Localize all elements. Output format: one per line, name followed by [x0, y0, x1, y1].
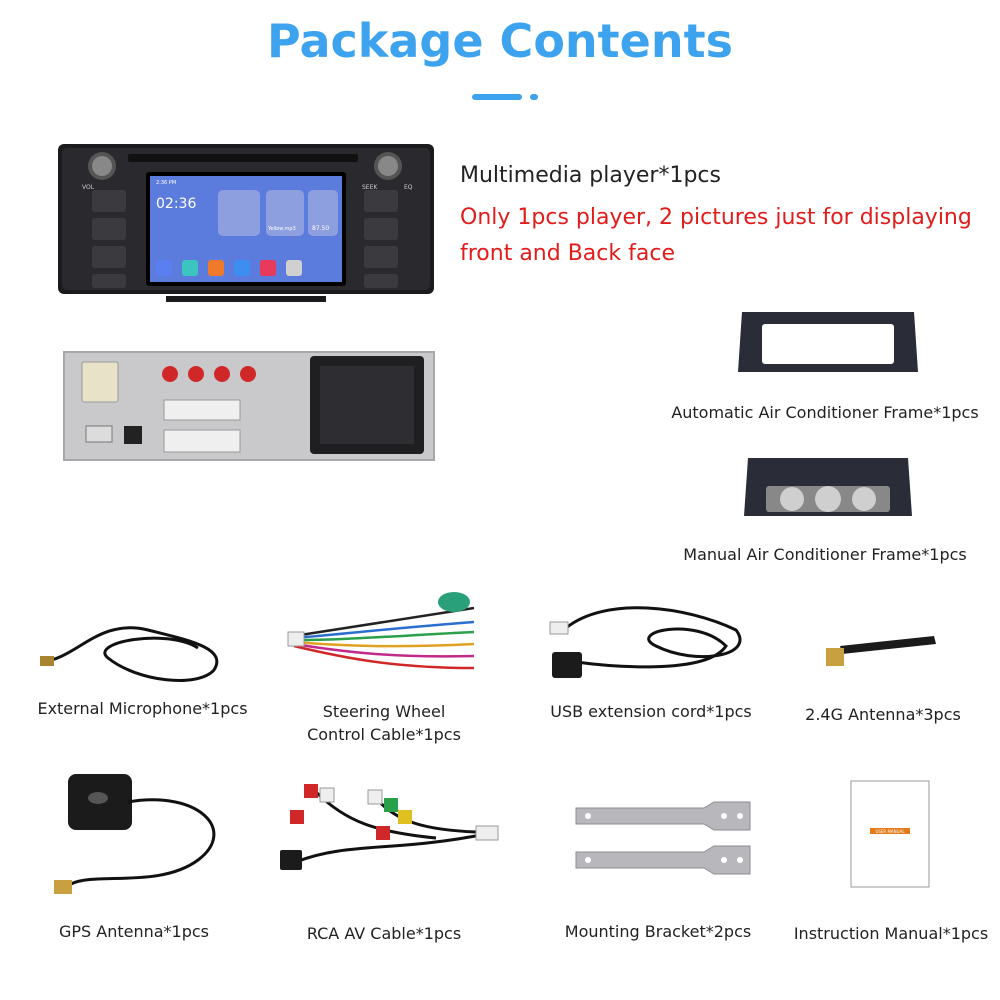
automatic-ac-frame-image	[738, 312, 918, 372]
instruction-manual-label: Instruction Manual*1pcs	[793, 924, 989, 943]
antenna-24g-label: 2.4G Antenna*3pcs	[805, 705, 961, 724]
mounting-bracket-image	[575, 801, 751, 875]
player-media-title: Yellow.mp3	[267, 226, 296, 232]
antenna-24g-image	[826, 636, 936, 666]
multimedia-player-back-image	[63, 351, 435, 461]
title-underline-dot	[530, 94, 538, 100]
usb-extension-cord-image	[549, 606, 742, 678]
steering-wheel-cable-label-line1: Steering Wheel	[322, 702, 446, 721]
player-radio-freq: 87.50	[312, 225, 329, 232]
player-status-time: 2:36 PM	[156, 180, 176, 186]
gps-antenna-label: GPS Antenna*1pcs	[58, 922, 210, 941]
steering-wheel-cable-label-line2: Control Cable*1pcs	[307, 725, 461, 744]
automatic-ac-frame-label: Automatic Air Conditioner Frame*1pcs	[671, 403, 979, 422]
player-vol-label: VOL	[82, 184, 95, 191]
external-microphone-image	[40, 626, 219, 682]
player-seek-label: SEEK	[362, 184, 378, 191]
steering-wheel-cable-image	[287, 592, 475, 670]
player-name-label: Multimedia player*1pcs	[460, 163, 721, 188]
mounting-bracket-label: Mounting Bracket*2pcs	[564, 922, 752, 941]
player-screen-time: 02:36	[156, 196, 196, 212]
external-microphone-label: External Microphone*1pcs	[37, 699, 248, 718]
player-note-label: Only 1pcs player, 2 pictures just for di…	[460, 205, 972, 267]
player-eq-label: EQ	[404, 184, 413, 191]
manual-cover-text: USER MANUAL	[875, 829, 905, 834]
manual-ac-frame-label: Manual Air Conditioner Frame*1pcs	[683, 545, 967, 564]
rca-av-cable-label: RCA AV Cable*1pcs	[306, 924, 462, 943]
multimedia-player-front-image: 02:36 2:36 PM Yellow.mp3 87.50 VOL SEEK …	[58, 144, 434, 302]
gps-antenna-image	[54, 774, 216, 894]
usb-extension-cord-label: USB extension cord*1pcs	[550, 702, 752, 721]
page-title: Package Contents	[267, 14, 733, 68]
rca-av-cable-image	[280, 784, 499, 870]
manual-ac-frame-image	[744, 458, 912, 516]
title-underline	[472, 94, 522, 100]
instruction-manual-image: USER MANUAL	[850, 780, 930, 888]
